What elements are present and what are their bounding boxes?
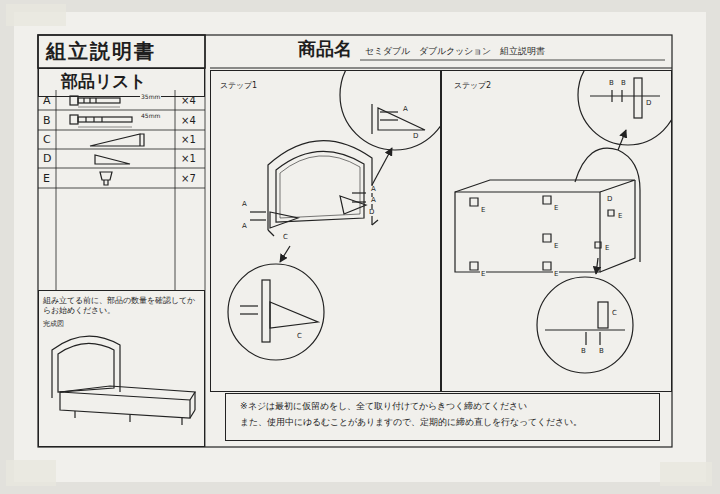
table-cell: ×7 <box>181 174 196 184</box>
bracket-c <box>90 134 144 146</box>
note-panel: 組み立てる前に、部品の数量を確認してからお始めください。完成図 <box>38 290 205 447</box>
table-cell: B <box>43 115 51 126</box>
tape <box>6 4 66 26</box>
table-cell: D <box>43 153 51 164</box>
callout-letter: D <box>368 209 375 216</box>
paper <box>14 12 706 482</box>
step-panel: ステップ2 <box>441 70 672 392</box>
callout-letter: A <box>402 106 409 113</box>
node-text: ステップ1 <box>220 81 431 91</box>
callout-letter: E <box>553 271 559 278</box>
callout-letter: E <box>553 205 559 212</box>
callout-letter: B <box>598 348 605 355</box>
table-cell: ×1 <box>181 135 196 145</box>
callout-letter: E <box>553 243 559 250</box>
callout-letter: D <box>645 100 652 107</box>
callout-letter: A <box>241 223 248 230</box>
callout-letter: A <box>370 197 377 204</box>
callout-letter: A <box>241 201 248 208</box>
sheet-frame <box>38 35 672 447</box>
header-text: 商品名 <box>298 40 352 58</box>
bolt-b <box>70 115 132 127</box>
parts-table <box>38 35 205 447</box>
callout-letter: E <box>480 207 486 214</box>
header-rule <box>210 67 672 68</box>
callout-letter: E <box>480 271 486 278</box>
name-underline <box>360 60 665 61</box>
callout-letter: E <box>604 245 610 252</box>
step1-art <box>228 71 440 360</box>
callout-letter: C <box>611 310 618 317</box>
caution-box: ※ネジは最初に仮留めをし、全て取り付けてからきつく締めてくださいまた、使用中にゆ… <box>225 393 660 441</box>
callout-letter: B <box>580 348 587 355</box>
bracket-d <box>95 155 130 164</box>
node-subtext: 完成図 <box>43 320 200 329</box>
bed-complete <box>52 336 195 425</box>
leg-e <box>100 172 112 185</box>
callout-letter: B <box>608 80 615 87</box>
header-text: セミダブル ダブルクッション 組立説明書 <box>365 47 545 56</box>
callout-letter: 45mm <box>140 113 161 119</box>
callout-letter: C <box>282 234 289 241</box>
node-text: ステップ2 <box>454 81 659 91</box>
table-cell: ×4 <box>181 96 196 106</box>
callout-letter: C <box>296 333 303 340</box>
parts-heading: 部品リスト <box>38 68 205 97</box>
sheet-title: 組立説明書 <box>46 38 156 65</box>
table-cell: ×4 <box>181 116 196 126</box>
callout-letter: D <box>412 133 419 140</box>
step-panel: ステップ1 <box>210 70 441 392</box>
node-subtext: また、使用中にゆるむことがありますので、定期的に締め直しを行なってください。 <box>240 417 645 429</box>
node-text: 組み立てる前に、部品の数量を確認してからお始めください。 <box>43 296 200 317</box>
callout-letter: A <box>370 186 377 193</box>
bolt-a <box>70 96 120 107</box>
title-box <box>38 35 205 68</box>
table-cell: A <box>43 95 51 106</box>
table-cell: C <box>43 134 51 145</box>
table-cell: E <box>43 173 50 184</box>
step2-art <box>455 71 671 373</box>
callout-letter: B <box>620 80 627 87</box>
node-text: ※ネジは最初に仮留めをし、全て取り付けてからきつく締めてください <box>240 401 645 413</box>
callout-letter: E <box>617 213 623 220</box>
tape <box>660 462 712 486</box>
table-cell: ×1 <box>181 154 196 164</box>
callout-letter: D <box>606 196 613 203</box>
tape <box>6 460 56 486</box>
node-text: 部品リスト <box>61 70 204 92</box>
callout-letter: 35mm <box>140 94 161 100</box>
